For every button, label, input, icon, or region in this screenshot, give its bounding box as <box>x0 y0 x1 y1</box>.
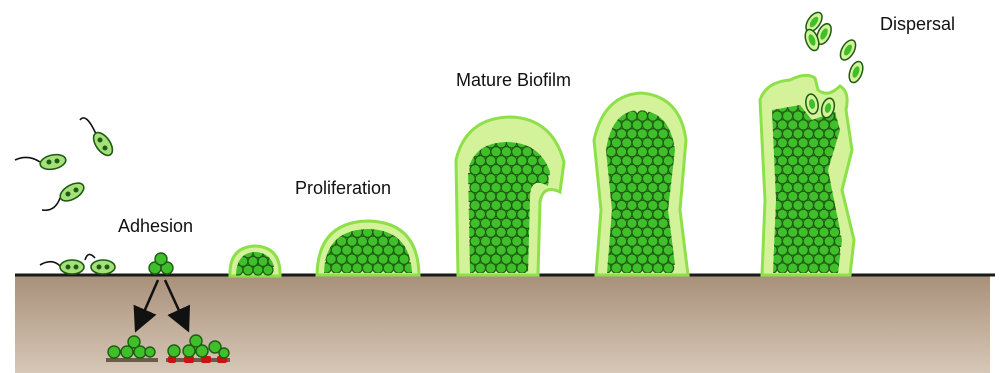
planktonic-cell <box>15 152 67 171</box>
early-microcolony <box>230 246 280 276</box>
label-proliferation: Proliferation <box>295 178 391 198</box>
tower-2-cells <box>601 111 679 273</box>
attaching-cell <box>40 260 84 274</box>
planktonic-cell <box>80 118 116 159</box>
label-dispersal: Dispersal <box>880 14 955 34</box>
label-adhesion: Adhesion <box>118 216 193 236</box>
bacterial-cell <box>543 236 553 246</box>
bacterial-cell <box>543 218 553 228</box>
attaching-cell <box>85 254 115 274</box>
planktonic-bacteria <box>15 118 116 274</box>
label-mature-biofilm: Mature Biofilm <box>456 70 571 90</box>
bacterial-cell <box>543 200 553 210</box>
mature-biofilm-tower-1 <box>456 117 564 275</box>
bacterial-cell <box>543 254 553 264</box>
proliferation-colony <box>317 221 419 275</box>
bacterial-cell <box>637 111 647 121</box>
bacterial-cell <box>627 111 637 121</box>
adhesion-microcolony <box>149 253 173 274</box>
mature-biofilm-tower-2 <box>594 93 688 275</box>
substratum <box>15 275 990 373</box>
dispersing-cells <box>803 10 866 120</box>
planktonic-cell <box>42 179 87 210</box>
